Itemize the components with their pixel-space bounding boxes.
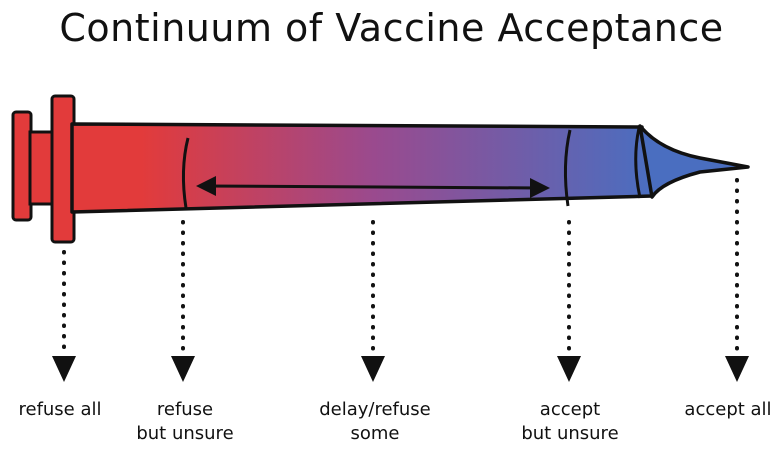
plunger-cap	[13, 112, 31, 220]
label-line: accept all	[675, 398, 781, 422]
plunger-stem	[30, 132, 54, 204]
label-line: some	[300, 422, 450, 446]
label-accept-but-unsure: accept but unsure	[505, 398, 635, 446]
label-line: accept	[505, 398, 635, 422]
leader-arrowhead-accept-all	[725, 356, 749, 382]
label-refuse-but-unsure: refuse but unsure	[120, 398, 250, 446]
leader-arrowhead-refuse-but-unsure	[171, 356, 195, 382]
label-line: refuse	[120, 398, 250, 422]
syringe-tip	[640, 126, 748, 197]
label-delay-refuse-some: delay/refuse some	[300, 398, 450, 446]
label-accept-all: accept all	[675, 398, 781, 422]
label-refuse-all: refuse all	[0, 398, 120, 422]
leader-arrowhead-refuse-all	[52, 356, 76, 382]
label-line: refuse all	[0, 398, 120, 422]
label-line: but unsure	[120, 422, 250, 446]
double-arrow-line	[205, 186, 540, 188]
label-line: delay/refuse	[300, 398, 450, 422]
label-line: but unsure	[505, 422, 635, 446]
leader-arrowhead-accept-but-unsure	[557, 356, 581, 382]
leader-arrowhead-delay-refuse-some	[361, 356, 385, 382]
